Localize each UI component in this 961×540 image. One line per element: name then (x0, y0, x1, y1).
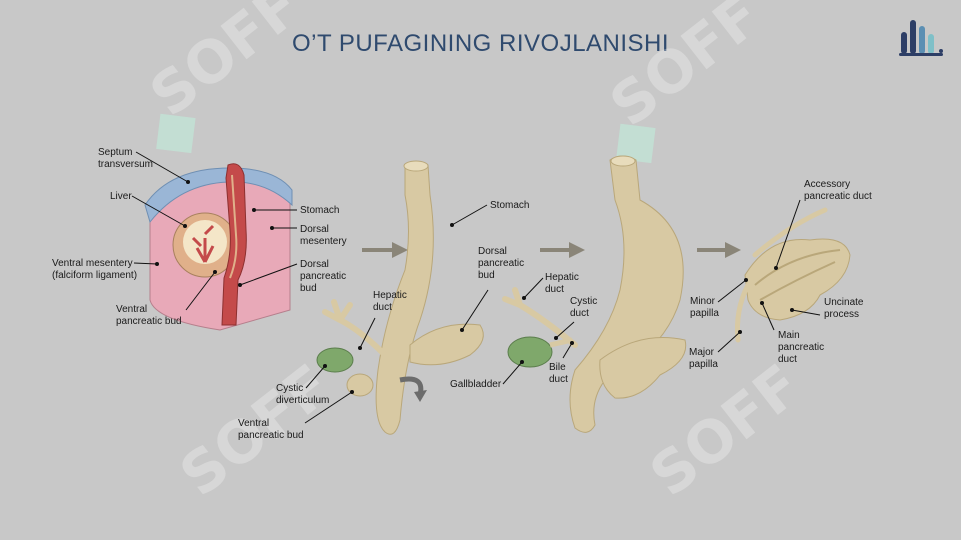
label-line: pancreatic duct (804, 191, 872, 202)
label-line: Septum (98, 147, 132, 158)
label-line: process (824, 309, 859, 320)
label-line: Cystic (570, 296, 597, 307)
label-line: diverticulum (276, 395, 329, 406)
svg-text:SOFF: SOFF (137, 0, 313, 130)
label-line: Accessory (804, 179, 850, 190)
label-line: Minor (690, 296, 716, 307)
label-line: transversum (98, 159, 153, 170)
label-line: pancreatic (478, 258, 524, 269)
label-line: Uncinate (824, 297, 864, 308)
label-line: pancreatic bud (238, 430, 304, 441)
label-liver: Liver (110, 191, 187, 228)
label-line: Hepatic (545, 272, 579, 283)
label-line: mesentery (300, 236, 347, 247)
label-line: duct (545, 284, 564, 295)
label-stomach-2: Stomach (450, 200, 529, 227)
label-line: Ventral (116, 304, 147, 315)
stage-arrow (540, 242, 585, 258)
label-line: Hepatic (373, 290, 407, 301)
label-stomach-1: Stomach (252, 205, 339, 216)
svg-text:Ventral mesentery(falciform li: Ventral mesentery(falciform ligament) (52, 258, 137, 281)
label-line: duct (778, 354, 797, 365)
svg-text:Stomach: Stomach (300, 205, 339, 216)
slide-title: O’T PUFAGINING RIVOJLANISHI (291, 30, 670, 57)
stage-arrow (362, 242, 408, 258)
label-line: Stomach (490, 200, 529, 211)
label-line: (falciform ligament) (52, 270, 137, 281)
label-line: Ventral (238, 418, 269, 429)
label-line: Main (778, 330, 800, 341)
label-line: bud (478, 270, 495, 281)
label-line: pancreatic (778, 342, 824, 353)
svg-text:SOFF: SOFF (637, 351, 813, 509)
label-line: duct (570, 308, 589, 319)
label-line: Major (689, 347, 715, 358)
label-line: Cystic (276, 383, 303, 394)
label-ventral-mesentery: Ventral mesentery(falciform ligament) (52, 258, 159, 281)
svg-text:Gallbladder: Gallbladder (450, 379, 502, 390)
label-line: Ventral mesentery (52, 258, 133, 269)
label-line: Gallbladder (450, 379, 502, 390)
stage2-illustration (316, 160, 484, 435)
stage1-illustration (144, 163, 293, 331)
label-line: Liver (110, 191, 132, 202)
label-line: papilla (689, 359, 718, 370)
label-line: Dorsal (478, 246, 507, 257)
label-line: duct (373, 302, 392, 313)
label-gallbladder: Gallbladder (450, 360, 524, 390)
svg-text:Liver: Liver (110, 191, 132, 202)
stage4-illustration (735, 207, 851, 343)
label-line: papilla (690, 308, 719, 319)
label-line: bud (300, 283, 317, 294)
label-line: Bile (549, 362, 566, 373)
label-line: Dorsal (300, 224, 329, 235)
label-line: Dorsal (300, 259, 329, 270)
bar-chart-logo-icon (899, 20, 943, 56)
stage-arrow (697, 242, 741, 258)
label-line: Stomach (300, 205, 339, 216)
label-line: duct (549, 374, 568, 385)
label-line: pancreatic (300, 271, 346, 282)
label-line: pancreatic bud (116, 316, 182, 327)
svg-text:Stomach: Stomach (490, 200, 529, 211)
stage3-illustration (502, 155, 687, 433)
svg-text:SOFF: SOFF (597, 0, 773, 140)
